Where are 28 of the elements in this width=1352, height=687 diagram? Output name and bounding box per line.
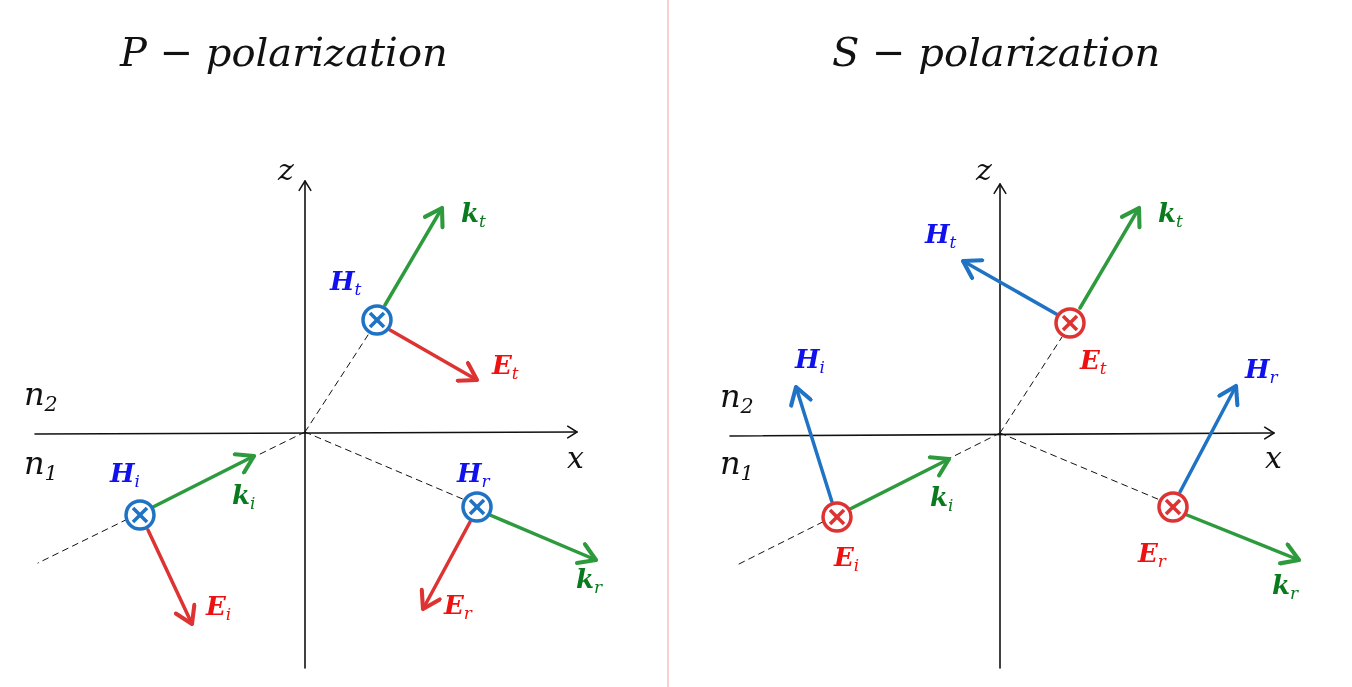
medium-label: n$_{2}$ [720, 380, 754, 418]
vector-label: k$_{i}$ [930, 484, 954, 514]
vector-label: H$_{r}$ [1245, 356, 1278, 386]
axis-label: z [976, 155, 992, 185]
vector-label: H$_{t}$ [330, 268, 362, 298]
vector-label: E$_{i}$ [206, 593, 232, 623]
vector-label: H$_{t}$ [925, 221, 957, 251]
axis-label: x [567, 443, 584, 473]
medium-label: n$_{1}$ [720, 447, 754, 485]
vector-label: E$_{r}$ [1138, 540, 1166, 570]
vector-label: k$_{i}$ [232, 482, 256, 512]
vector-label: H$_{r}$ [457, 460, 490, 490]
vector-label: k$_{t}$ [461, 200, 486, 230]
vector-label: H$_{i}$ [110, 460, 140, 490]
axis-label: x [1265, 443, 1282, 473]
vector-label: k$_{r}$ [1272, 572, 1299, 602]
vector-label: E$_{r}$ [444, 592, 472, 622]
vector-label: k$_{r}$ [576, 566, 603, 596]
axis-label: z [278, 155, 294, 185]
vector-label: H$_{i}$ [795, 346, 825, 376]
vector-label: E$_{t}$ [492, 352, 519, 382]
vector-label: E$_{t}$ [1080, 347, 1107, 377]
vector-label: E$_{i}$ [834, 544, 860, 574]
vector-label: k$_{t}$ [1158, 200, 1183, 230]
panel-title: S − polarization [832, 32, 1161, 72]
panel-title: P − polarization [120, 32, 448, 72]
medium-label: n$_{1}$ [24, 447, 58, 485]
medium-label: n$_{2}$ [24, 378, 58, 416]
